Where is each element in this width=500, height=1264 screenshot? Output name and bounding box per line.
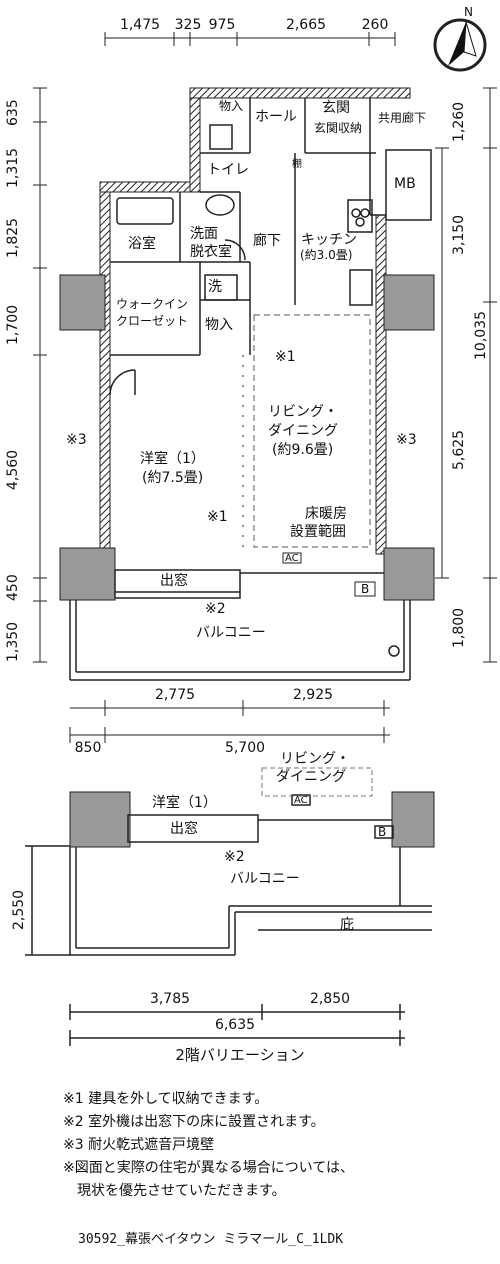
dim-top-3: 975 (208, 17, 236, 33)
variation-b-mark: B (378, 825, 387, 839)
compass-icon (433, 18, 487, 72)
variation-dim-1: 3,785 (149, 991, 191, 1007)
compass-north-label: N (464, 5, 473, 19)
dim-left-5: 4,560 (5, 449, 21, 490)
dim-top-2: 325 (174, 17, 202, 33)
notes-block: ※1 建具を外して収納できます。 ※2 室外機は出窓下の床に設置されます。 ※3… (63, 1088, 354, 1203)
washer-label: 洗 (208, 279, 222, 295)
living-size-label: (約9.6畳) (272, 442, 334, 458)
shelf-label: 棚 (292, 159, 302, 170)
dim-right-1: 1,260 (451, 101, 467, 142)
walkin-closet-label-2: クローゼット (116, 314, 189, 328)
dim-bottom-3: 850 (74, 740, 102, 756)
toilet-label: トイレ (207, 162, 249, 178)
dim-top-4: 2,665 (285, 17, 327, 33)
variation-note2-mark: ※2 (224, 849, 245, 865)
walkin-closet-label-1: ウォークイン (116, 297, 189, 311)
dim-left-1: 635 (5, 99, 21, 126)
variation-living-label-1: リビング・ (280, 751, 350, 767)
dim-left-3: 1,825 (5, 217, 21, 258)
living-label-2: ダイニング (268, 423, 338, 439)
dim-left-4: 1,700 (5, 304, 21, 345)
note3-right: ※3 (396, 432, 417, 448)
note-2: ※2 室外機は出窓下の床に設置されます。 (63, 1114, 325, 1130)
kitchen-size-label: (約3.0畳) (300, 248, 353, 262)
entrance-label: 玄関 (322, 100, 350, 116)
hall-label: ホール (255, 109, 297, 125)
dim-bottom-1: 2,775 (154, 687, 196, 703)
corridor-label: 廊下 (253, 233, 281, 249)
variation-dim-left: 2,550 (11, 889, 27, 930)
note-4: ※図面と実際の住宅が異なる場合については、 (63, 1160, 355, 1176)
dim-right-2: 3,150 (451, 214, 467, 255)
dim-left-2: 1,315 (5, 147, 21, 188)
note1-mark-2: ※1 (207, 509, 228, 525)
note3-left: ※3 (66, 432, 87, 448)
floor-heating-label-2: 設置範囲 (290, 524, 346, 540)
variation-dim-2: 2,850 (309, 991, 351, 1007)
dim-bottom-2: 2,925 (292, 687, 334, 703)
storage-top-label: 物入 (219, 99, 244, 113)
balcony-label: バルコニー (196, 625, 266, 641)
washroom-label-2: 脱衣室 (190, 244, 232, 260)
dim-bottom-4: 5,700 (224, 740, 266, 756)
b-mark: B (361, 582, 370, 596)
note-3: ※3 耐火乾式遮音戸境壁 (63, 1137, 215, 1153)
dim-right-3: 5,625 (451, 429, 467, 470)
kitchen-label: キッチン (301, 232, 357, 248)
dim-left-7: 1,350 (5, 621, 21, 662)
dim-left-6: 450 (5, 574, 21, 601)
note-1: ※1 建具を外して収納できます。 (63, 1091, 269, 1107)
dim-right-4: 1,800 (451, 607, 467, 648)
washroom-label-1: 洗面 (190, 226, 218, 242)
dim-top-5: 260 (361, 17, 389, 33)
western-room-label: 洋室（1） (140, 451, 205, 467)
bay-window-label: 出窓 (160, 573, 188, 589)
shared-corridor-label: 共用廊下 (378, 111, 427, 125)
western-size-label: (約7.5畳) (142, 470, 204, 486)
property-code: 30592_幕張ベイタウン ミラマール_C_1LDK (78, 1232, 344, 1247)
variation-eaves-label: 庇 (340, 917, 354, 933)
floor-heating-label-1: 床暖房 (305, 506, 347, 522)
note2-mark: ※2 (205, 601, 226, 617)
variation-ac-label: AC (294, 795, 308, 806)
variation-dim-total: 6,635 (214, 1017, 256, 1033)
dim-right-total: 10,035 (473, 311, 489, 360)
living-label-1: リビング・ (268, 404, 338, 420)
storage-mid-label: 物入 (205, 317, 233, 333)
variation-caption: 2階バリエーション (175, 1046, 305, 1064)
variation-bay-window-label: 出窓 (170, 821, 198, 837)
variation-western-room-label: 洋室（1） (152, 795, 217, 811)
dim-top-1: 1,475 (119, 17, 161, 33)
note1-mark: ※1 (275, 349, 296, 365)
variation-living-label-2: ダイニング (276, 769, 346, 785)
variation-balcony-label: バルコニー (230, 871, 300, 887)
note-5: 現状を優先させていただきます。 (63, 1183, 286, 1199)
ac-label: AC (285, 553, 299, 564)
bath-label: 浴室 (128, 236, 156, 252)
mb-label: MB (394, 176, 416, 192)
entrance-storage-label: 玄関収納 (314, 121, 363, 135)
